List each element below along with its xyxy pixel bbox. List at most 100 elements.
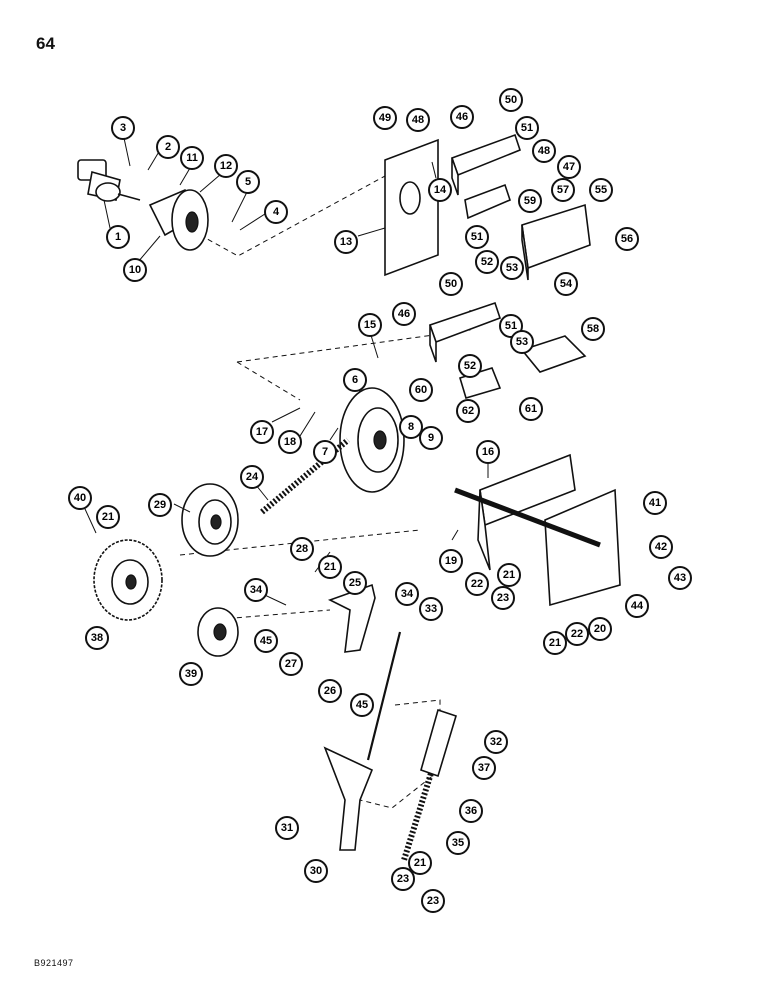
svg-text:8: 8 xyxy=(408,421,414,433)
svg-text:28: 28 xyxy=(296,543,308,555)
callout-39: 39 xyxy=(179,662,203,686)
callout-30: 30 xyxy=(304,859,328,883)
svg-text:13: 13 xyxy=(340,236,352,248)
svg-text:35: 35 xyxy=(452,837,464,849)
callout-38: 38 xyxy=(85,626,109,650)
callout-34: 34 xyxy=(244,578,268,602)
svg-text:21: 21 xyxy=(549,637,561,649)
svg-text:57: 57 xyxy=(557,184,569,196)
pulley-6 xyxy=(339,387,405,493)
callout-48: 48 xyxy=(532,139,556,163)
svg-text:51: 51 xyxy=(521,122,533,134)
svg-text:41: 41 xyxy=(649,497,661,509)
svg-text:25: 25 xyxy=(349,577,361,589)
callout-52: 52 xyxy=(458,354,482,378)
callout-31: 31 xyxy=(275,816,299,840)
callout-59: 59 xyxy=(518,189,542,213)
svg-text:12: 12 xyxy=(220,160,232,172)
callout-33: 33 xyxy=(419,597,443,621)
callout-45: 45 xyxy=(254,629,278,653)
svg-text:23: 23 xyxy=(427,895,439,907)
svg-text:39: 39 xyxy=(185,668,197,680)
callout-18: 18 xyxy=(278,430,302,454)
svg-text:61: 61 xyxy=(525,403,537,415)
callouts: 1 2 3 4 5 6 7 8 9 10 11 12 13 14 15 16 1… xyxy=(68,88,692,913)
svg-text:51: 51 xyxy=(505,320,517,332)
svg-text:53: 53 xyxy=(506,262,518,274)
callout-47: 47 xyxy=(557,155,581,179)
svg-text:26: 26 xyxy=(324,685,336,697)
callout-55: 55 xyxy=(589,178,613,202)
callout-20: 20 xyxy=(588,617,612,641)
callout-48: 48 xyxy=(406,108,430,132)
callout-54: 54 xyxy=(554,272,578,296)
svg-text:42: 42 xyxy=(655,541,667,553)
svg-text:34: 34 xyxy=(401,588,414,600)
svg-text:3: 3 xyxy=(120,122,126,134)
callout-25: 25 xyxy=(343,571,367,595)
callout-46: 46 xyxy=(450,105,474,129)
svg-text:60: 60 xyxy=(415,384,427,396)
svg-text:47: 47 xyxy=(563,161,575,173)
callout-28: 28 xyxy=(290,537,314,561)
callout-49: 49 xyxy=(373,106,397,130)
tube-37 xyxy=(420,708,457,778)
svg-text:46: 46 xyxy=(398,308,410,320)
svg-text:19: 19 xyxy=(445,555,457,567)
svg-text:17: 17 xyxy=(256,426,268,438)
svg-text:34: 34 xyxy=(250,584,263,596)
svg-text:50: 50 xyxy=(505,94,517,106)
callout-61: 61 xyxy=(519,397,543,421)
pulley-29 xyxy=(181,483,239,557)
callout-56: 56 xyxy=(615,227,639,251)
callout-1: 1 xyxy=(106,225,130,249)
hub-10 xyxy=(148,188,209,251)
svg-text:22: 22 xyxy=(571,628,583,640)
callout-13: 13 xyxy=(334,230,358,254)
callout-62: 62 xyxy=(456,399,480,423)
callout-22: 22 xyxy=(565,622,589,646)
callout-4: 4 xyxy=(264,200,288,224)
svg-text:18: 18 xyxy=(284,436,296,448)
rod-33 xyxy=(366,631,402,761)
svg-text:44: 44 xyxy=(631,600,644,612)
svg-text:45: 45 xyxy=(356,699,368,711)
svg-text:4: 4 xyxy=(273,206,280,218)
bracket-59 xyxy=(464,183,511,220)
callout-23: 23 xyxy=(421,889,445,913)
svg-text:5: 5 xyxy=(245,176,251,188)
callout-60: 60 xyxy=(409,378,433,402)
leader-lines xyxy=(79,137,489,606)
bearing-housing-1 xyxy=(77,159,141,202)
callout-42: 42 xyxy=(649,535,673,559)
callout-37: 37 xyxy=(472,756,496,780)
callout-58: 58 xyxy=(581,317,605,341)
svg-text:43: 43 xyxy=(674,572,686,584)
svg-text:23: 23 xyxy=(497,592,509,604)
callout-32: 32 xyxy=(484,730,508,754)
callout-7: 7 xyxy=(313,440,337,464)
svg-text:30: 30 xyxy=(310,865,322,877)
svg-text:45: 45 xyxy=(260,635,272,647)
callout-2: 2 xyxy=(156,135,180,159)
svg-text:54: 54 xyxy=(560,278,573,290)
svg-text:11: 11 xyxy=(186,152,198,164)
callout-12: 12 xyxy=(214,154,238,178)
callout-21: 21 xyxy=(318,555,342,579)
callout-19: 19 xyxy=(439,549,463,573)
callout-35: 35 xyxy=(446,831,470,855)
callout-23: 23 xyxy=(391,867,415,891)
svg-text:1: 1 xyxy=(115,231,121,243)
spring-36 xyxy=(401,769,435,861)
callout-8: 8 xyxy=(399,415,423,439)
callout-16: 16 xyxy=(476,440,500,464)
callout-50: 50 xyxy=(439,272,463,296)
arm-25 xyxy=(327,583,376,653)
svg-text:52: 52 xyxy=(464,360,476,372)
svg-text:46: 46 xyxy=(456,111,468,123)
callout-40: 40 xyxy=(68,486,92,510)
bracket-46-mid xyxy=(428,301,502,363)
svg-text:21: 21 xyxy=(414,857,426,869)
callout-3: 3 xyxy=(111,116,135,140)
sprocket-38 xyxy=(93,539,163,621)
